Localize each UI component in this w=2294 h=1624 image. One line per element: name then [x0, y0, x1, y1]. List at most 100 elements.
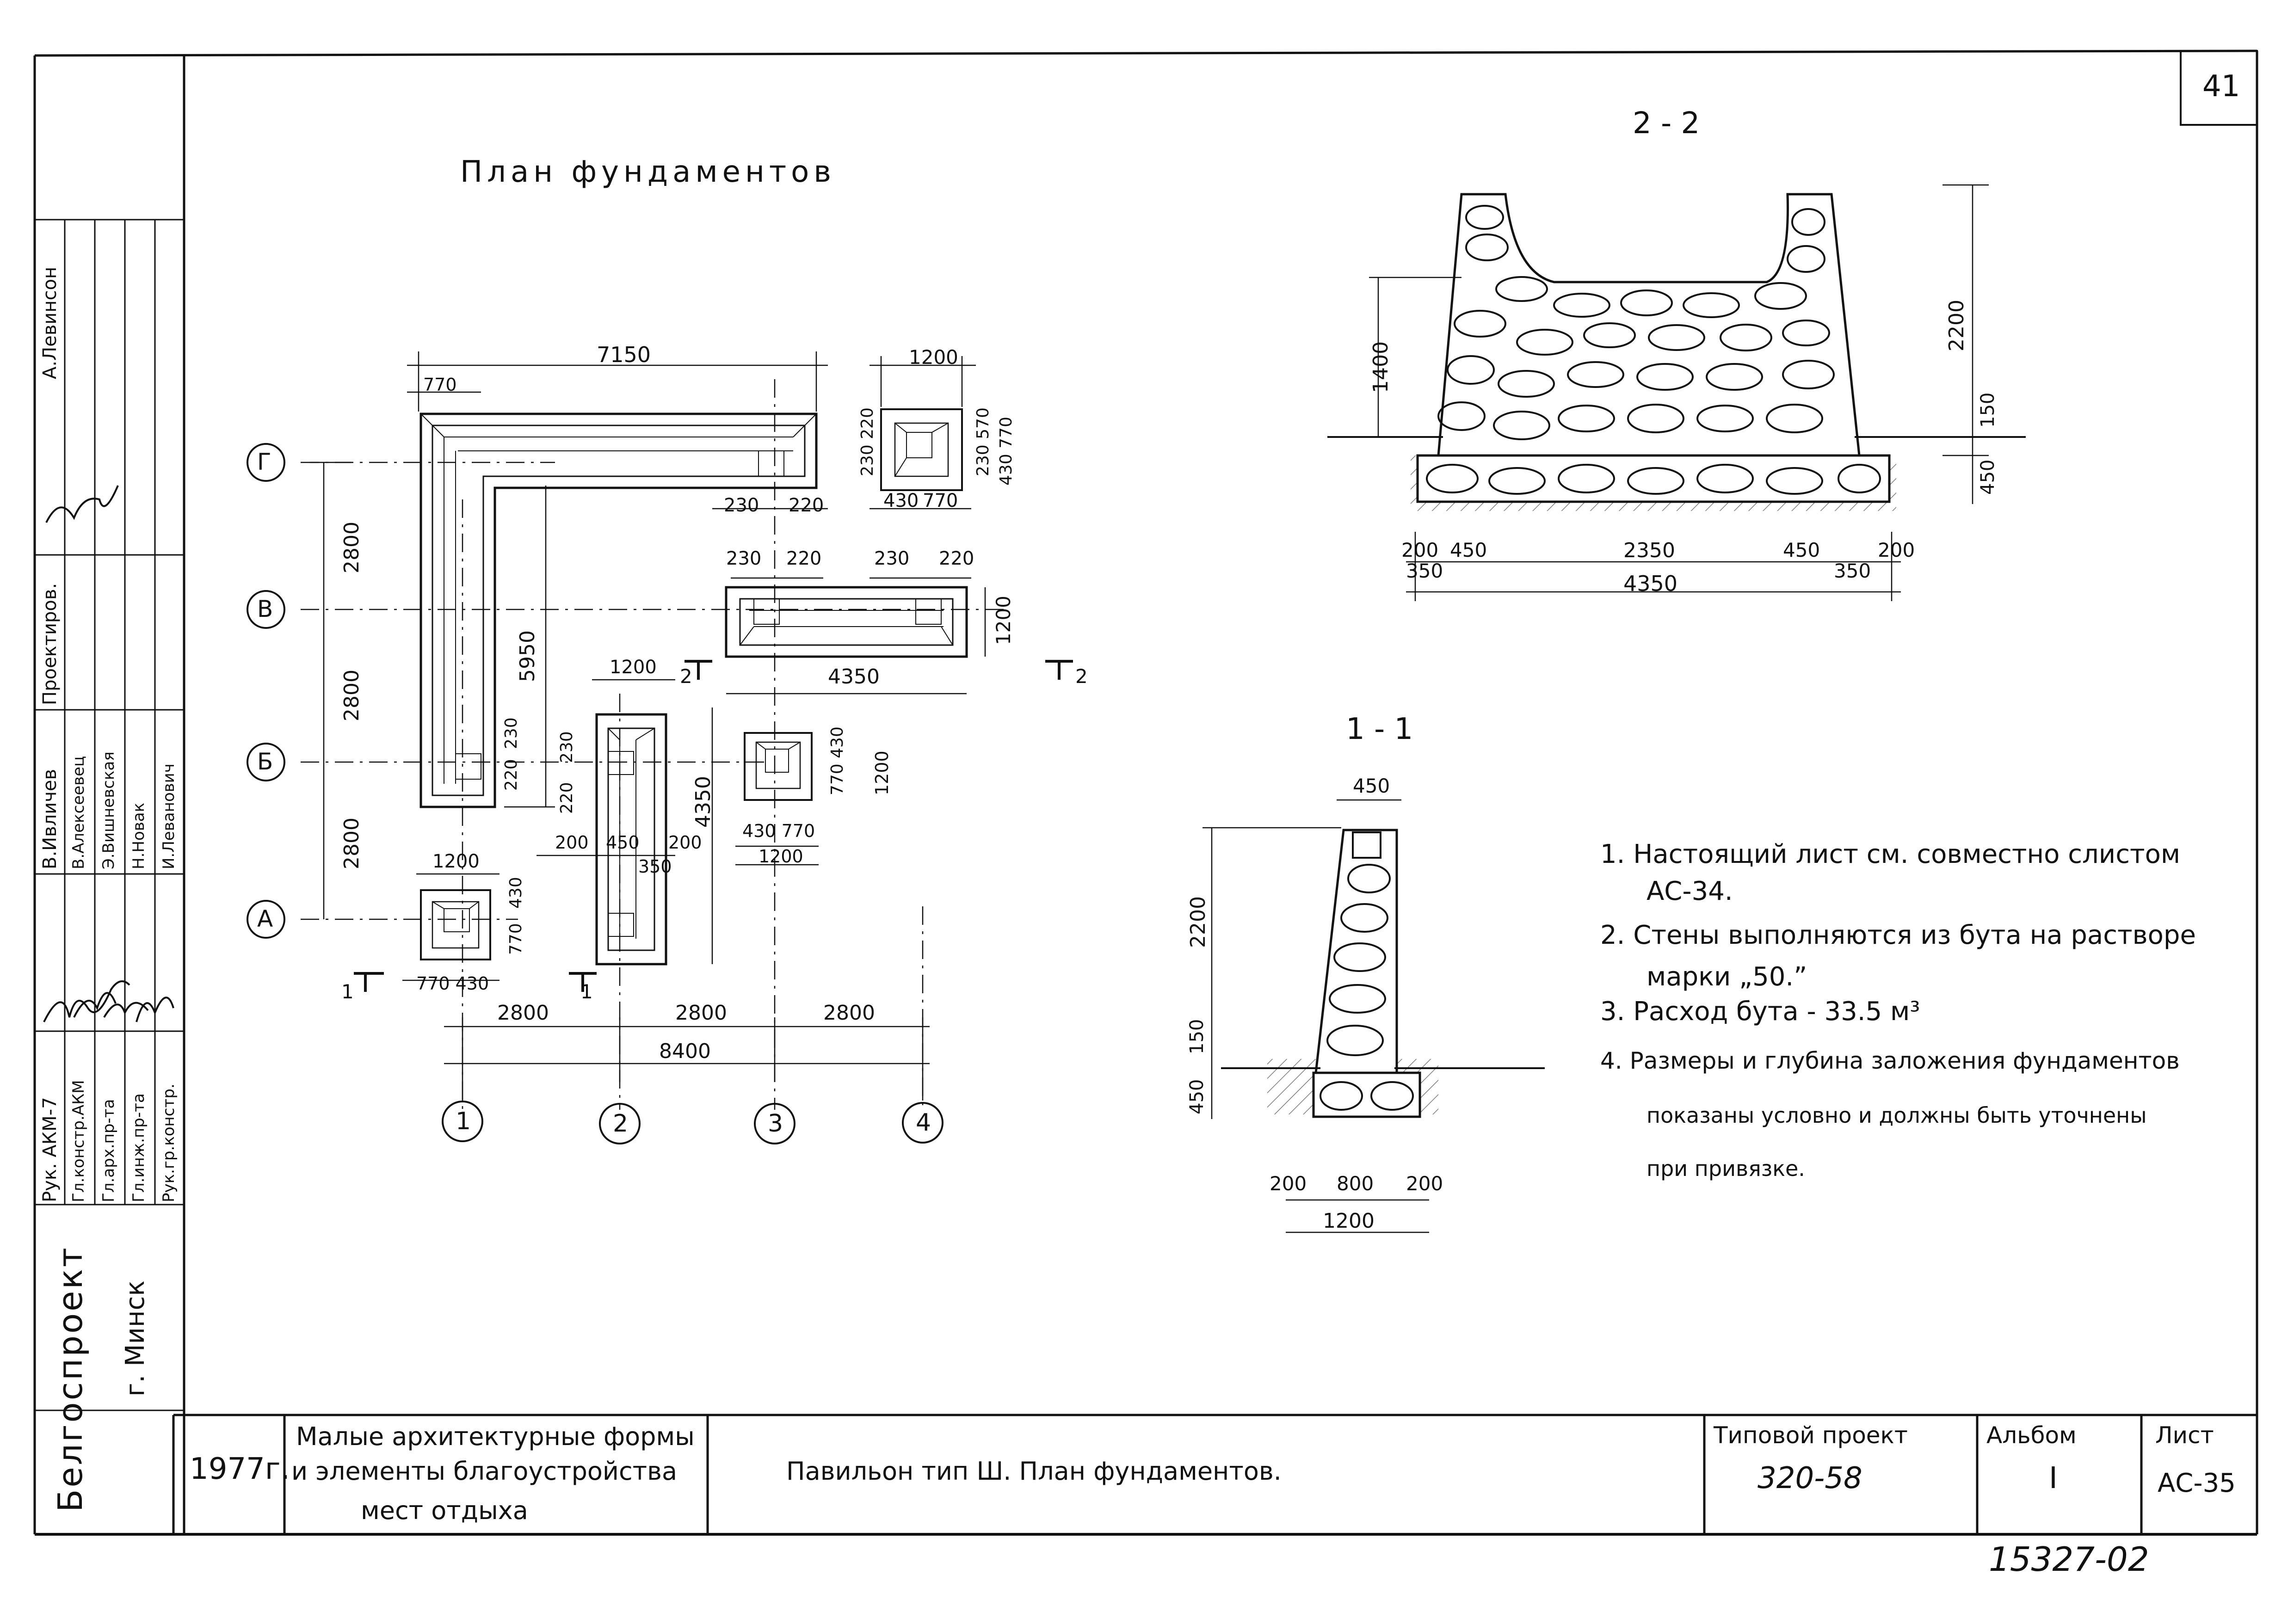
axis-label-1: 1	[456, 1107, 471, 1135]
cut-mark-2b: 2	[1075, 665, 1088, 688]
cut-mark-1b: 1	[580, 980, 593, 1003]
dim-2800-b1: 2800	[497, 1001, 549, 1025]
dim-350: 350	[638, 856, 672, 877]
name-5: И.Леванович	[160, 763, 178, 869]
role-1: Рук. АКМ-7	[39, 1097, 61, 1202]
dim-2800-b3: 2800	[823, 1001, 875, 1025]
dim-1200-r: 1200	[992, 596, 1015, 645]
dim-430-770-b: 430 770	[742, 821, 815, 841]
cut-mark-1a: 1	[341, 980, 354, 1003]
dim-230-col1: 230	[502, 717, 521, 749]
section-1-1	[1202, 799, 1545, 1233]
tb-project-label: Типовой проект	[1714, 1422, 1908, 1449]
s11-dim-450: 450	[1186, 1079, 1208, 1114]
note-3: 3. Расход бута - 33.5 м³	[1600, 997, 1920, 1027]
s11-dim-800: 800	[1337, 1172, 1374, 1195]
designer-name: А.Левинсон	[39, 266, 61, 379]
dim-430-a: 430	[506, 877, 525, 909]
note-2-cont: марки „50.”	[1646, 962, 1807, 992]
s22-dim-450a: 450	[1450, 539, 1487, 561]
dim-2800-r2: 2800	[340, 670, 364, 721]
note-1-cont: АС-34.	[1646, 876, 1733, 906]
s22-dim-350a: 350	[1406, 560, 1443, 582]
dim-770-a: 770	[506, 923, 525, 955]
dim-430-770-v: 430 770	[997, 417, 1016, 486]
s11-dim-1200: 1200	[1323, 1209, 1375, 1233]
axis-label-b: Б	[257, 748, 273, 775]
axis-label-4: 4	[916, 1109, 931, 1137]
s11-dim-450top: 450	[1353, 775, 1390, 797]
dim-230-220-v: 230 220	[858, 407, 877, 476]
plan-title: План фундаментов	[460, 155, 836, 189]
dim-230-v: 230	[726, 548, 762, 569]
tb-sheet-value: АС-35	[2158, 1468, 2236, 1498]
dim-1200-col2: 1200	[610, 657, 657, 678]
tb-project-number: 320-58	[1758, 1461, 1862, 1495]
axis-label-g: Г	[257, 449, 271, 475]
tb-sheet-title: Павильон тип Ш. План фундаментов.	[786, 1457, 1282, 1486]
tb-sheet-label: Лист	[2155, 1422, 2214, 1449]
name-4: Н.Новак	[130, 802, 148, 869]
s11-dim-200b: 200	[1406, 1172, 1443, 1195]
note-1: 1. Настоящий лист см. совместно слистом	[1600, 839, 2181, 869]
cut-mark-2a: 2	[680, 665, 692, 688]
axis-label-3: 3	[768, 1110, 783, 1138]
axis-label-v: В	[257, 596, 273, 622]
role-5: Рук.гр.констр.	[160, 1083, 178, 1202]
sheet-frame	[33, 49, 2258, 1536]
dim-1200-vb: 1200	[872, 750, 892, 795]
dim-4350-h: 4350	[828, 665, 880, 689]
dim-230-v2: 230	[874, 548, 910, 569]
dim-200-b: 200	[668, 832, 702, 853]
signatures	[43, 485, 174, 1022]
dim-770: 770	[423, 375, 457, 395]
axis-label-2: 2	[613, 1110, 629, 1138]
note-2: 2. Стены выполняются из бута на растворе	[1600, 920, 2196, 950]
role-3: Гл.арх.пр-та	[99, 1099, 118, 1202]
tb-series-2: и элементы благоустройства	[291, 1457, 678, 1486]
s11-dim-200a: 200	[1270, 1172, 1307, 1195]
doc-code: 15327-02	[1989, 1540, 2149, 1579]
dim-230-col2: 230	[557, 731, 576, 763]
dim-230-570-v: 230 570	[974, 407, 993, 476]
note-4-cont: показаны условно и должны быть уточнены	[1646, 1103, 2147, 1128]
tb-album-value: I	[2049, 1461, 2058, 1495]
dim-1200-b: 1200	[758, 846, 803, 867]
dim-2800-r3: 2800	[340, 818, 364, 869]
tb-series-1: Малые архитектурные формы	[296, 1422, 695, 1451]
section-1-1-title: 1 - 1	[1346, 712, 1413, 746]
s22-dim-4350: 4350	[1623, 571, 1678, 596]
dim-220-col1: 220	[502, 759, 521, 791]
dim-770-pad: 770	[923, 490, 958, 511]
s22-dim-2200: 2200	[1945, 300, 1968, 351]
designer-label: Проектиров.	[39, 583, 61, 705]
s22-dim-450b: 450	[1783, 539, 1820, 561]
dim-5950: 5950	[516, 630, 539, 682]
dim-7150: 7150	[597, 342, 651, 367]
title-block-grid	[172, 1414, 2257, 1534]
org-name: Белгоспроект	[51, 1246, 90, 1512]
note-4-cont2: при привязке.	[1646, 1156, 1805, 1181]
dim-200-a: 200	[555, 832, 589, 853]
dim-220-a: 220	[789, 495, 824, 516]
s22-dim-2350: 2350	[1623, 539, 1675, 562]
org-city: г. Минск	[120, 1280, 150, 1396]
role-4: Гл.инж.пр-та	[130, 1093, 148, 1202]
s22-dim-150: 150	[1977, 392, 1998, 428]
dim-8400: 8400	[659, 1040, 711, 1063]
left-stamp-grid	[35, 219, 184, 1411]
dim-770-430: 770 430	[416, 973, 489, 994]
note-4: 4. Размеры и глубина заложения фундамент…	[1600, 1047, 2180, 1074]
dim-4350-v: 4350	[691, 776, 715, 828]
name-1: В.Ивличев	[39, 769, 61, 869]
s22-dim-1400: 1400	[1369, 341, 1393, 393]
dim-770-430-b: 770 430	[828, 726, 847, 795]
dim-1200-a: 1200	[432, 851, 480, 872]
s22-dim-200b: 200	[1878, 539, 1915, 561]
dim-1200-top: 1200	[909, 346, 958, 369]
s22-dim-200a: 200	[1401, 539, 1439, 561]
tb-year: 1977г.	[190, 1452, 290, 1486]
name-3: Э.Вишневская	[99, 751, 118, 869]
